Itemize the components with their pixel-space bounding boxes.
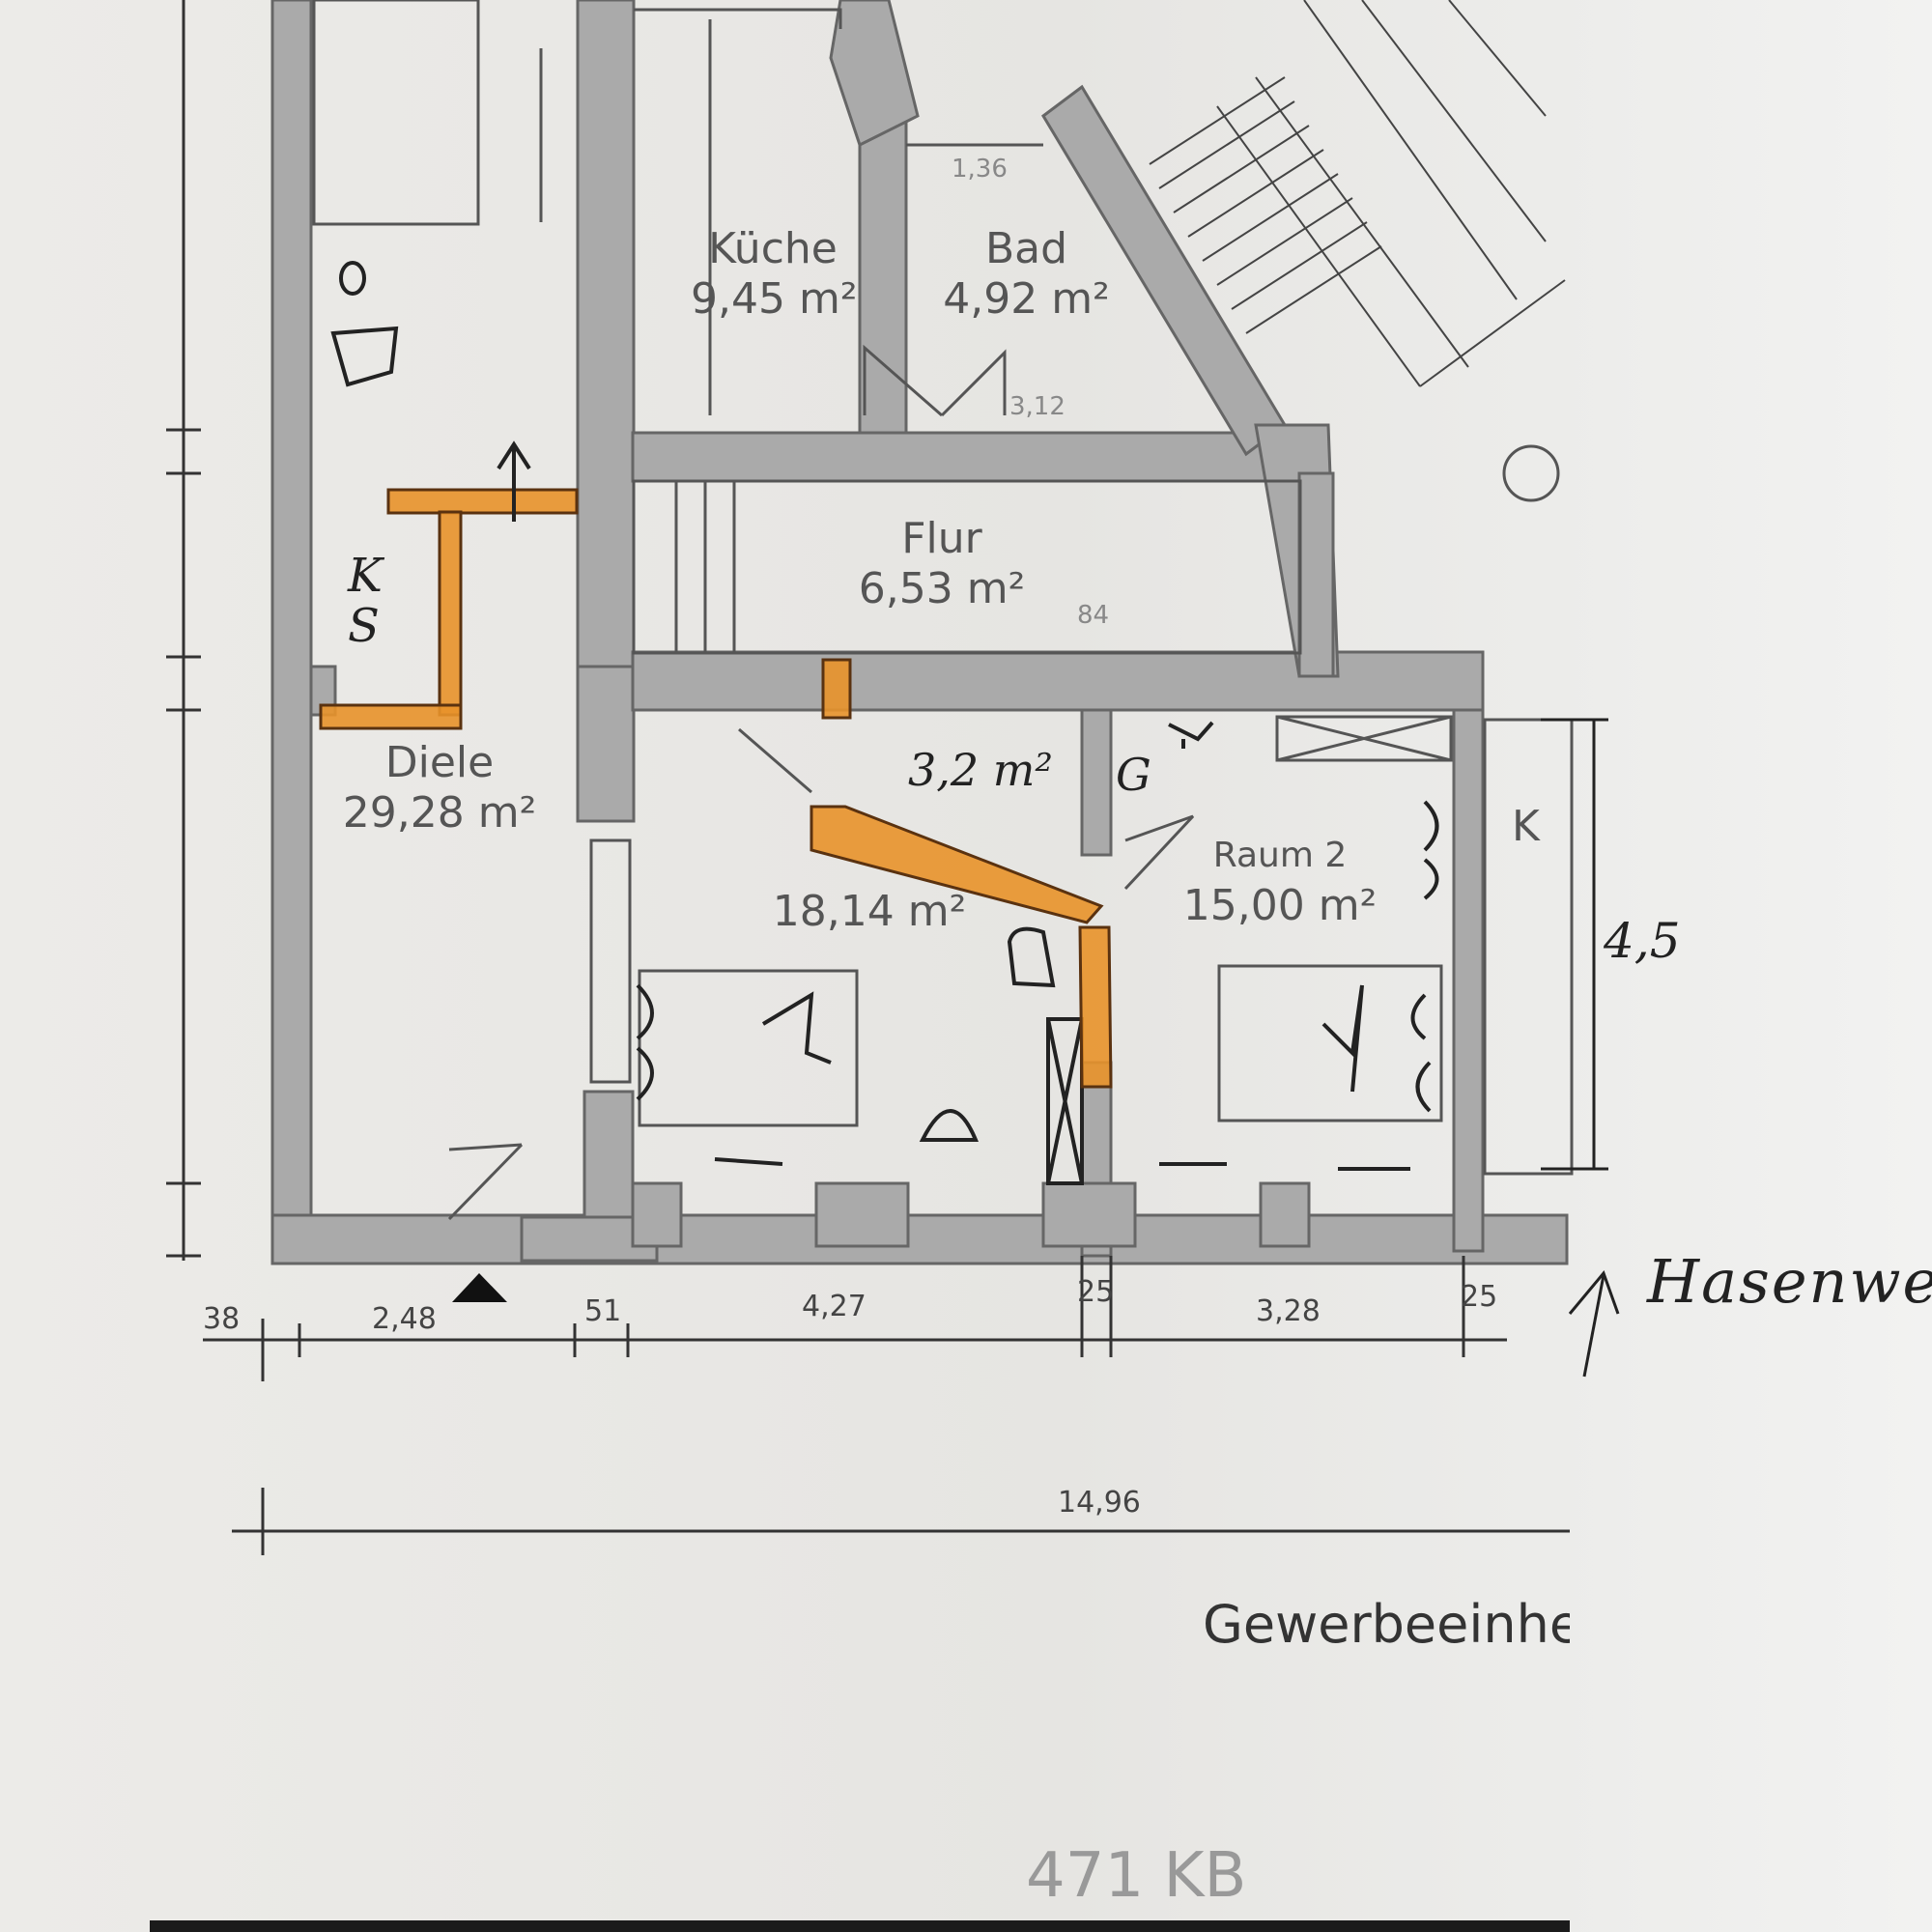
- room-name: Diele: [384, 738, 495, 787]
- handwritten-ks: KS: [348, 549, 383, 653]
- dim-51: 51: [584, 1294, 622, 1328]
- room-area: 9,45 m²: [691, 274, 858, 324]
- room-area: 4,92 m²: [943, 274, 1110, 324]
- dim-427: 4,27: [802, 1290, 867, 1323]
- interior-lines: [166, 0, 1620, 1555]
- handwritten-sketches: [330, 261, 1439, 1185]
- room-area: 6,53 m²: [858, 564, 1026, 613]
- dim-bad-bottom: 3,12: [1009, 392, 1065, 421]
- handwritten-arrow-icon: [497, 440, 531, 522]
- room-label-kueche: Küche 9,45 m²: [691, 224, 858, 325]
- room-name: Bad: [984, 224, 1068, 273]
- dim-25b: 25: [1461, 1280, 1498, 1314]
- handwritten-street: Hasenweg: [1647, 1246, 1932, 1317]
- dim-total: 14,96: [1058, 1486, 1141, 1520]
- entrance-marker-icon: [452, 1273, 507, 1302]
- room-label-bad: Bad 4,92 m²: [937, 224, 1116, 325]
- room-area: 18,14 m²: [772, 887, 967, 936]
- handwritten-g: G: [1116, 749, 1151, 801]
- walls: [270, 0, 1569, 1265]
- dim-248: 2,48: [372, 1302, 437, 1336]
- handwritten-height: 4,5: [1604, 913, 1681, 969]
- room-label-raum1: 18,14 m²: [763, 887, 976, 937]
- room-name: Küche: [708, 224, 838, 273]
- dim-flur-side: 84: [1077, 601, 1110, 630]
- dim-38: 38: [203, 1302, 241, 1336]
- planned-walls: [319, 488, 1113, 1089]
- handwritten-new-area: 3,2 m²: [908, 744, 1053, 796]
- room-label-raum2: Raum 2 15,00 m²: [1169, 831, 1391, 931]
- room-name: Raum 2: [1212, 836, 1348, 875]
- dim-328: 3,28: [1256, 1294, 1321, 1328]
- room-area: 29,28 m²: [342, 788, 537, 838]
- dim-25a: 25: [1077, 1275, 1115, 1309]
- room-area: 15,00 m²: [1182, 881, 1378, 930]
- room-label-diele: Diele 29,28 m²: [333, 738, 546, 838]
- file-size: 471 KB: [1026, 1840, 1247, 1912]
- bottom-bar: [150, 1920, 1570, 1932]
- caption: Gewerbeeinhe: [1203, 1594, 1570, 1655]
- room-label-flur: Flur 6,53 m²: [850, 514, 1034, 614]
- dim-bad-top: 1,36: [952, 155, 1008, 184]
- label-k: K: [1512, 802, 1540, 851]
- room-name: Flur: [901, 514, 982, 563]
